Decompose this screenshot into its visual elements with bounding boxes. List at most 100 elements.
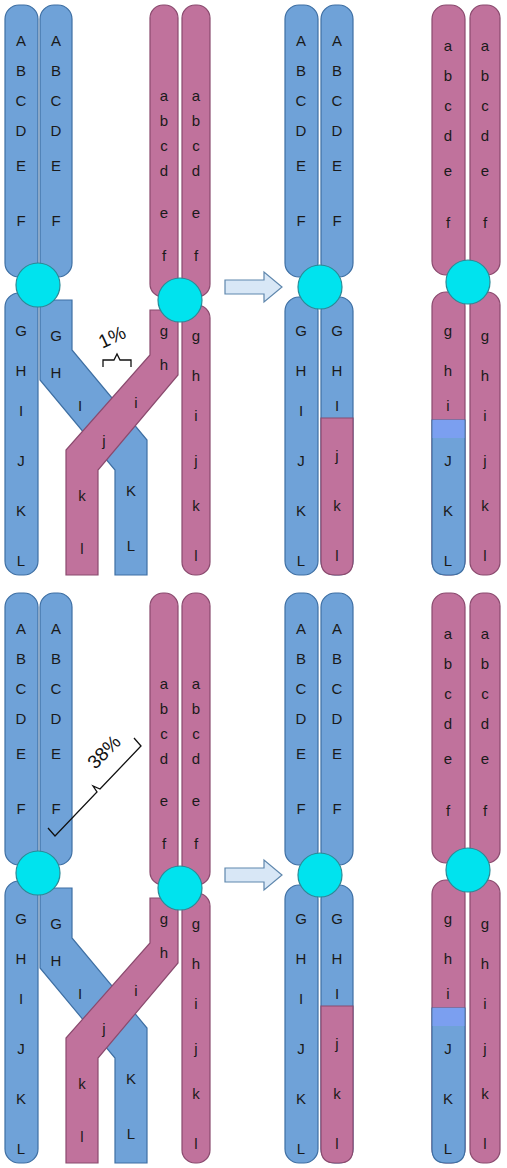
gene-letter: l bbox=[80, 1129, 83, 1144]
gene-letter: b bbox=[481, 656, 489, 671]
gene-letter: j bbox=[483, 453, 486, 468]
gene-letter: b bbox=[444, 68, 452, 83]
gene-letter: E bbox=[16, 746, 26, 761]
gene-letter: L bbox=[444, 553, 452, 568]
gene-letter: i bbox=[194, 408, 197, 423]
gene-letter: g bbox=[444, 911, 452, 926]
gene-letter: h bbox=[444, 951, 452, 966]
gene-letter: c bbox=[160, 726, 168, 741]
gene-letter: B bbox=[296, 651, 306, 666]
gene-letter: d bbox=[481, 128, 489, 143]
gene-letter: c bbox=[192, 138, 200, 153]
gene-letter: g bbox=[481, 916, 489, 931]
gene-letter: B bbox=[51, 63, 61, 78]
gene-letter: b bbox=[481, 68, 489, 83]
gene-letter: F bbox=[16, 213, 25, 228]
gene-letter: i bbox=[134, 395, 137, 410]
gene-letter: k bbox=[78, 1076, 86, 1091]
gene-letter: F bbox=[332, 213, 341, 228]
gene-letter: j bbox=[194, 453, 197, 468]
gene-letter: H bbox=[296, 951, 307, 966]
gene-letter: l bbox=[483, 548, 486, 563]
gene-letter: g bbox=[192, 328, 200, 343]
gene-letter: i bbox=[446, 398, 449, 413]
gene-letter: F bbox=[296, 213, 305, 228]
gene-letter: k bbox=[333, 1086, 341, 1101]
gene-letter: a bbox=[444, 38, 452, 53]
gene-letter: b bbox=[160, 701, 168, 716]
gene-letter: A bbox=[51, 621, 61, 636]
gene-letter: L bbox=[17, 553, 25, 568]
gene-letter: I bbox=[78, 986, 82, 1001]
gene-letter: C bbox=[296, 681, 307, 696]
gene-letter: A bbox=[296, 33, 306, 48]
gene-letter: a bbox=[481, 626, 489, 641]
gene-letter: j bbox=[483, 1041, 486, 1056]
gene-letter: d bbox=[192, 751, 200, 766]
gene-letter: F bbox=[51, 801, 60, 816]
gene-letter: K bbox=[126, 1071, 136, 1086]
gene-letter: L bbox=[17, 1141, 25, 1156]
gene-letter: l bbox=[335, 548, 338, 563]
gene-letter: J bbox=[17, 1041, 25, 1056]
gene-letter: L bbox=[297, 1141, 305, 1156]
gene-letter: K bbox=[126, 483, 136, 498]
gene-letter: h bbox=[192, 368, 200, 383]
gene-letter: G bbox=[50, 328, 62, 343]
gene-letter: C bbox=[296, 93, 307, 108]
gene-letter: c bbox=[160, 138, 168, 153]
gene-letter: j bbox=[102, 433, 105, 448]
gene-letter: d bbox=[481, 716, 489, 731]
gene-letter: d bbox=[160, 751, 168, 766]
gene-letter: a bbox=[160, 676, 168, 691]
gene-letter: D bbox=[296, 123, 307, 138]
gene-letter: I bbox=[299, 403, 303, 418]
gene-letter: e bbox=[160, 793, 168, 808]
gene-letter: l bbox=[483, 1136, 486, 1151]
gene-letter: k bbox=[481, 1086, 489, 1101]
gene-letter: H bbox=[16, 363, 27, 378]
gene-letter: f bbox=[162, 248, 166, 263]
gene-letter: J bbox=[297, 1041, 305, 1056]
gene-letter: J bbox=[297, 453, 305, 468]
gene-letter: L bbox=[297, 553, 305, 568]
gene-letter: k bbox=[78, 488, 86, 503]
gene-letter: j bbox=[335, 1036, 338, 1051]
gene-letter: I bbox=[19, 991, 23, 1006]
gene-letter: a bbox=[481, 38, 489, 53]
gene-letter: c bbox=[192, 726, 200, 741]
gene-letter: G bbox=[50, 916, 62, 931]
gene-letter: k bbox=[481, 498, 489, 513]
gene-letter: A bbox=[296, 621, 306, 636]
gene-letter: f bbox=[446, 215, 450, 230]
gene-letter: e bbox=[481, 163, 489, 178]
gene-letter: D bbox=[51, 123, 62, 138]
gene-letter: i bbox=[483, 408, 486, 423]
gene-letter: b bbox=[160, 113, 168, 128]
gene-letter: g bbox=[160, 323, 168, 338]
gene-letter: B bbox=[296, 63, 306, 78]
gene-letter: E bbox=[296, 158, 306, 173]
gene-letter: f bbox=[194, 836, 198, 851]
gene-letter: I bbox=[19, 403, 23, 418]
gene-letter: c bbox=[481, 98, 489, 113]
gene-letter: A bbox=[332, 33, 342, 48]
gene-letter: e bbox=[192, 793, 200, 808]
gene-letter: e bbox=[444, 163, 452, 178]
gene-letter: I bbox=[335, 398, 339, 413]
gene-letter: j bbox=[102, 1021, 105, 1036]
gene-letter: i bbox=[446, 986, 449, 1001]
gene-letter: K bbox=[16, 503, 26, 518]
gene-letter: f bbox=[483, 215, 487, 230]
gene-letter: G bbox=[15, 911, 27, 926]
gene-letter: F bbox=[16, 801, 25, 816]
gene-letter: c bbox=[444, 98, 452, 113]
gene-letter: f bbox=[162, 836, 166, 851]
gene-letter: l bbox=[335, 1136, 338, 1151]
gene-letter: l bbox=[194, 1136, 197, 1151]
gene-letter: h bbox=[160, 357, 168, 372]
gene-letter: H bbox=[51, 953, 62, 968]
gene-letter: E bbox=[296, 746, 306, 761]
gene-letter: H bbox=[332, 363, 343, 378]
gene-letter: A bbox=[16, 33, 26, 48]
